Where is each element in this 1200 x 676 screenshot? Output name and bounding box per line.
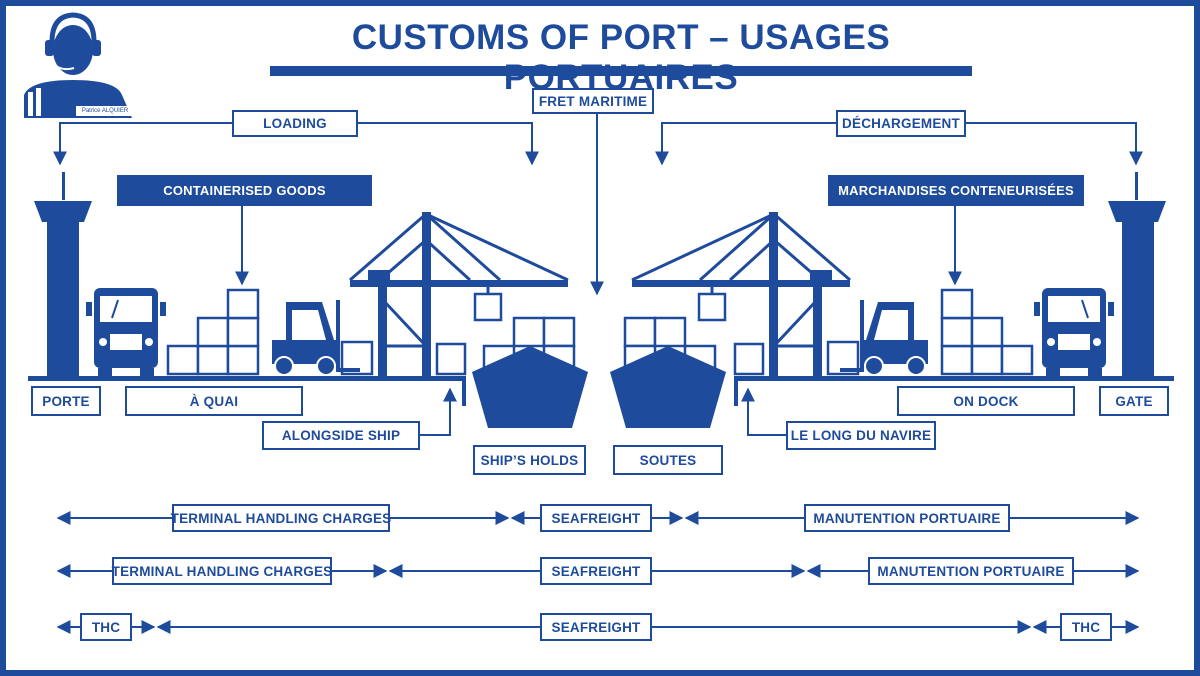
gate-label: GATE [1099,386,1169,416]
container-icon [166,288,467,376]
le-long-du-navire-arrow [741,387,786,436]
row1-right-label: MANUTENTION PORTUAIRE [804,504,1010,532]
porte-label: PORTE [31,386,101,416]
ships-holds-label: SHIP’S HOLDS [473,445,586,475]
ship-hull-icon [610,346,726,428]
quay-right-edge [734,376,738,406]
row3-right-label: THC [1060,613,1112,641]
marchandises-conteneurisees-label: MARCHANDISES CONTENEURISÉES [828,175,1084,206]
row2-right-label: MANUTENTION PORTUAIRE [868,557,1074,585]
dechargement-label: DÉCHARGEMENT [836,110,966,137]
loading-label: LOADING [232,110,358,137]
forklift-icon [840,300,928,376]
author-tag: Patrice ALQUIER [76,106,134,116]
le-long-du-navire-label: LE LONG DU NAVIRE [786,421,936,450]
quay-left [28,376,466,381]
row3-left-label: THC [80,613,132,641]
title-underline [270,66,972,76]
truck-icon [1034,288,1114,378]
truck-icon [86,288,166,378]
row2-middle-label: SEAFREIGHT [540,557,652,585]
soutes-label: SOUTES [613,445,723,475]
dechargement-arrows [655,122,1143,166]
on-dock-label: ON DOCK [897,386,1075,416]
ship-hull-icon [472,346,588,428]
page-title: CUSTOMS OF PORT – USAGES PORTUAIRES [351,18,891,97]
containerised-goods-label: CONTAINERISED GOODS [117,175,372,206]
control-tower-icon [1108,172,1166,378]
a-quai-label: À QUAI [125,386,303,416]
row3-middle-label: SEAFREIGHT [540,613,652,641]
gantry-crane-icon [631,212,851,377]
row2-left-label: TERMINAL HANDLING CHARGES [112,557,332,585]
loading-arrows [53,122,539,166]
row1-left-label: TERMINAL HANDLING CHARGES [171,504,391,532]
alongside-ship-arrow [420,387,457,436]
headset-avatar-icon [24,12,132,118]
control-tower-icon [34,172,92,378]
forklift-icon [272,300,360,376]
row1-middle-label: SEAFREIGHT [540,504,652,532]
container-icon [733,288,1034,376]
quay-left-edge [462,376,466,406]
alongside-ship-label: ALONGSIDE SHIP [262,421,420,450]
quay-right [734,376,1174,381]
fret-maritime-label: FRET MARITIME [532,88,654,114]
gantry-crane-icon [349,212,569,377]
